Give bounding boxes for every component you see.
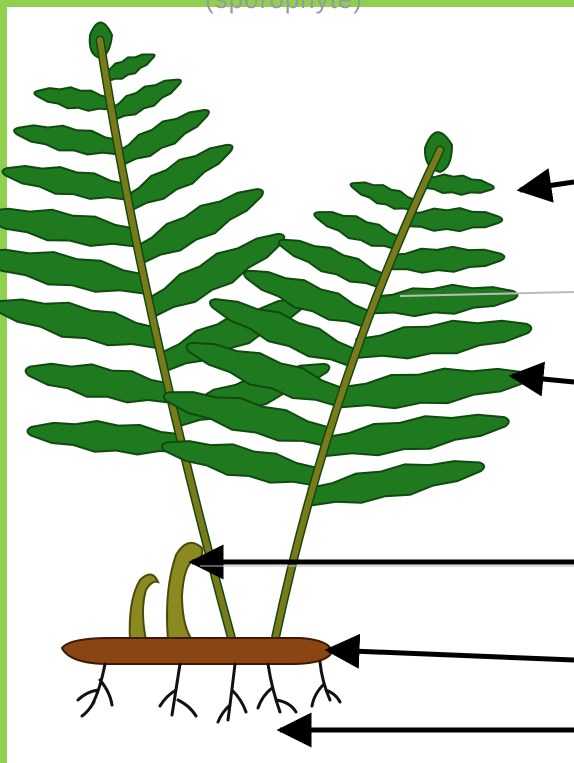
- left-frond-leaflet: [27, 421, 182, 455]
- left-frond-leaflet: [26, 364, 171, 403]
- root: [258, 664, 296, 712]
- rhizome: [62, 638, 332, 664]
- root: [312, 662, 340, 706]
- right-frond-leaflet: [309, 461, 485, 505]
- root: [78, 664, 112, 716]
- left-frond-leaflet: [34, 87, 111, 111]
- left-frond-leaflet: [104, 54, 155, 81]
- right-frond-leaflet: [339, 369, 529, 409]
- right-frond-leaflet: [424, 175, 493, 195]
- left-frond-leaflet: [0, 300, 159, 348]
- left-frond-leaflet: [14, 125, 119, 154]
- root: [160, 664, 196, 716]
- right-frond-leaflet: [314, 212, 400, 249]
- right-frond-leaflet: [324, 415, 509, 456]
- leader-arrow-leaflet-tip: [520, 182, 574, 190]
- fiddlehead-small: [130, 574, 158, 640]
- right-frond-leaflet: [408, 208, 502, 231]
- left-frond-leaflet: [0, 209, 137, 247]
- left-frond-leaflet: [110, 80, 181, 120]
- right-frond-leaflet: [390, 247, 504, 273]
- leader-arrow-rhizome: [328, 650, 574, 660]
- fiddlehead-large: [167, 543, 202, 640]
- right-frond-leaflet: [356, 321, 531, 359]
- right-frond-leaflet: [351, 183, 417, 211]
- left-frond-leaflet: [2, 166, 127, 200]
- root: [218, 664, 246, 722]
- right-frond-leaflet: [373, 285, 518, 316]
- left-frond-leaflet: [0, 250, 147, 294]
